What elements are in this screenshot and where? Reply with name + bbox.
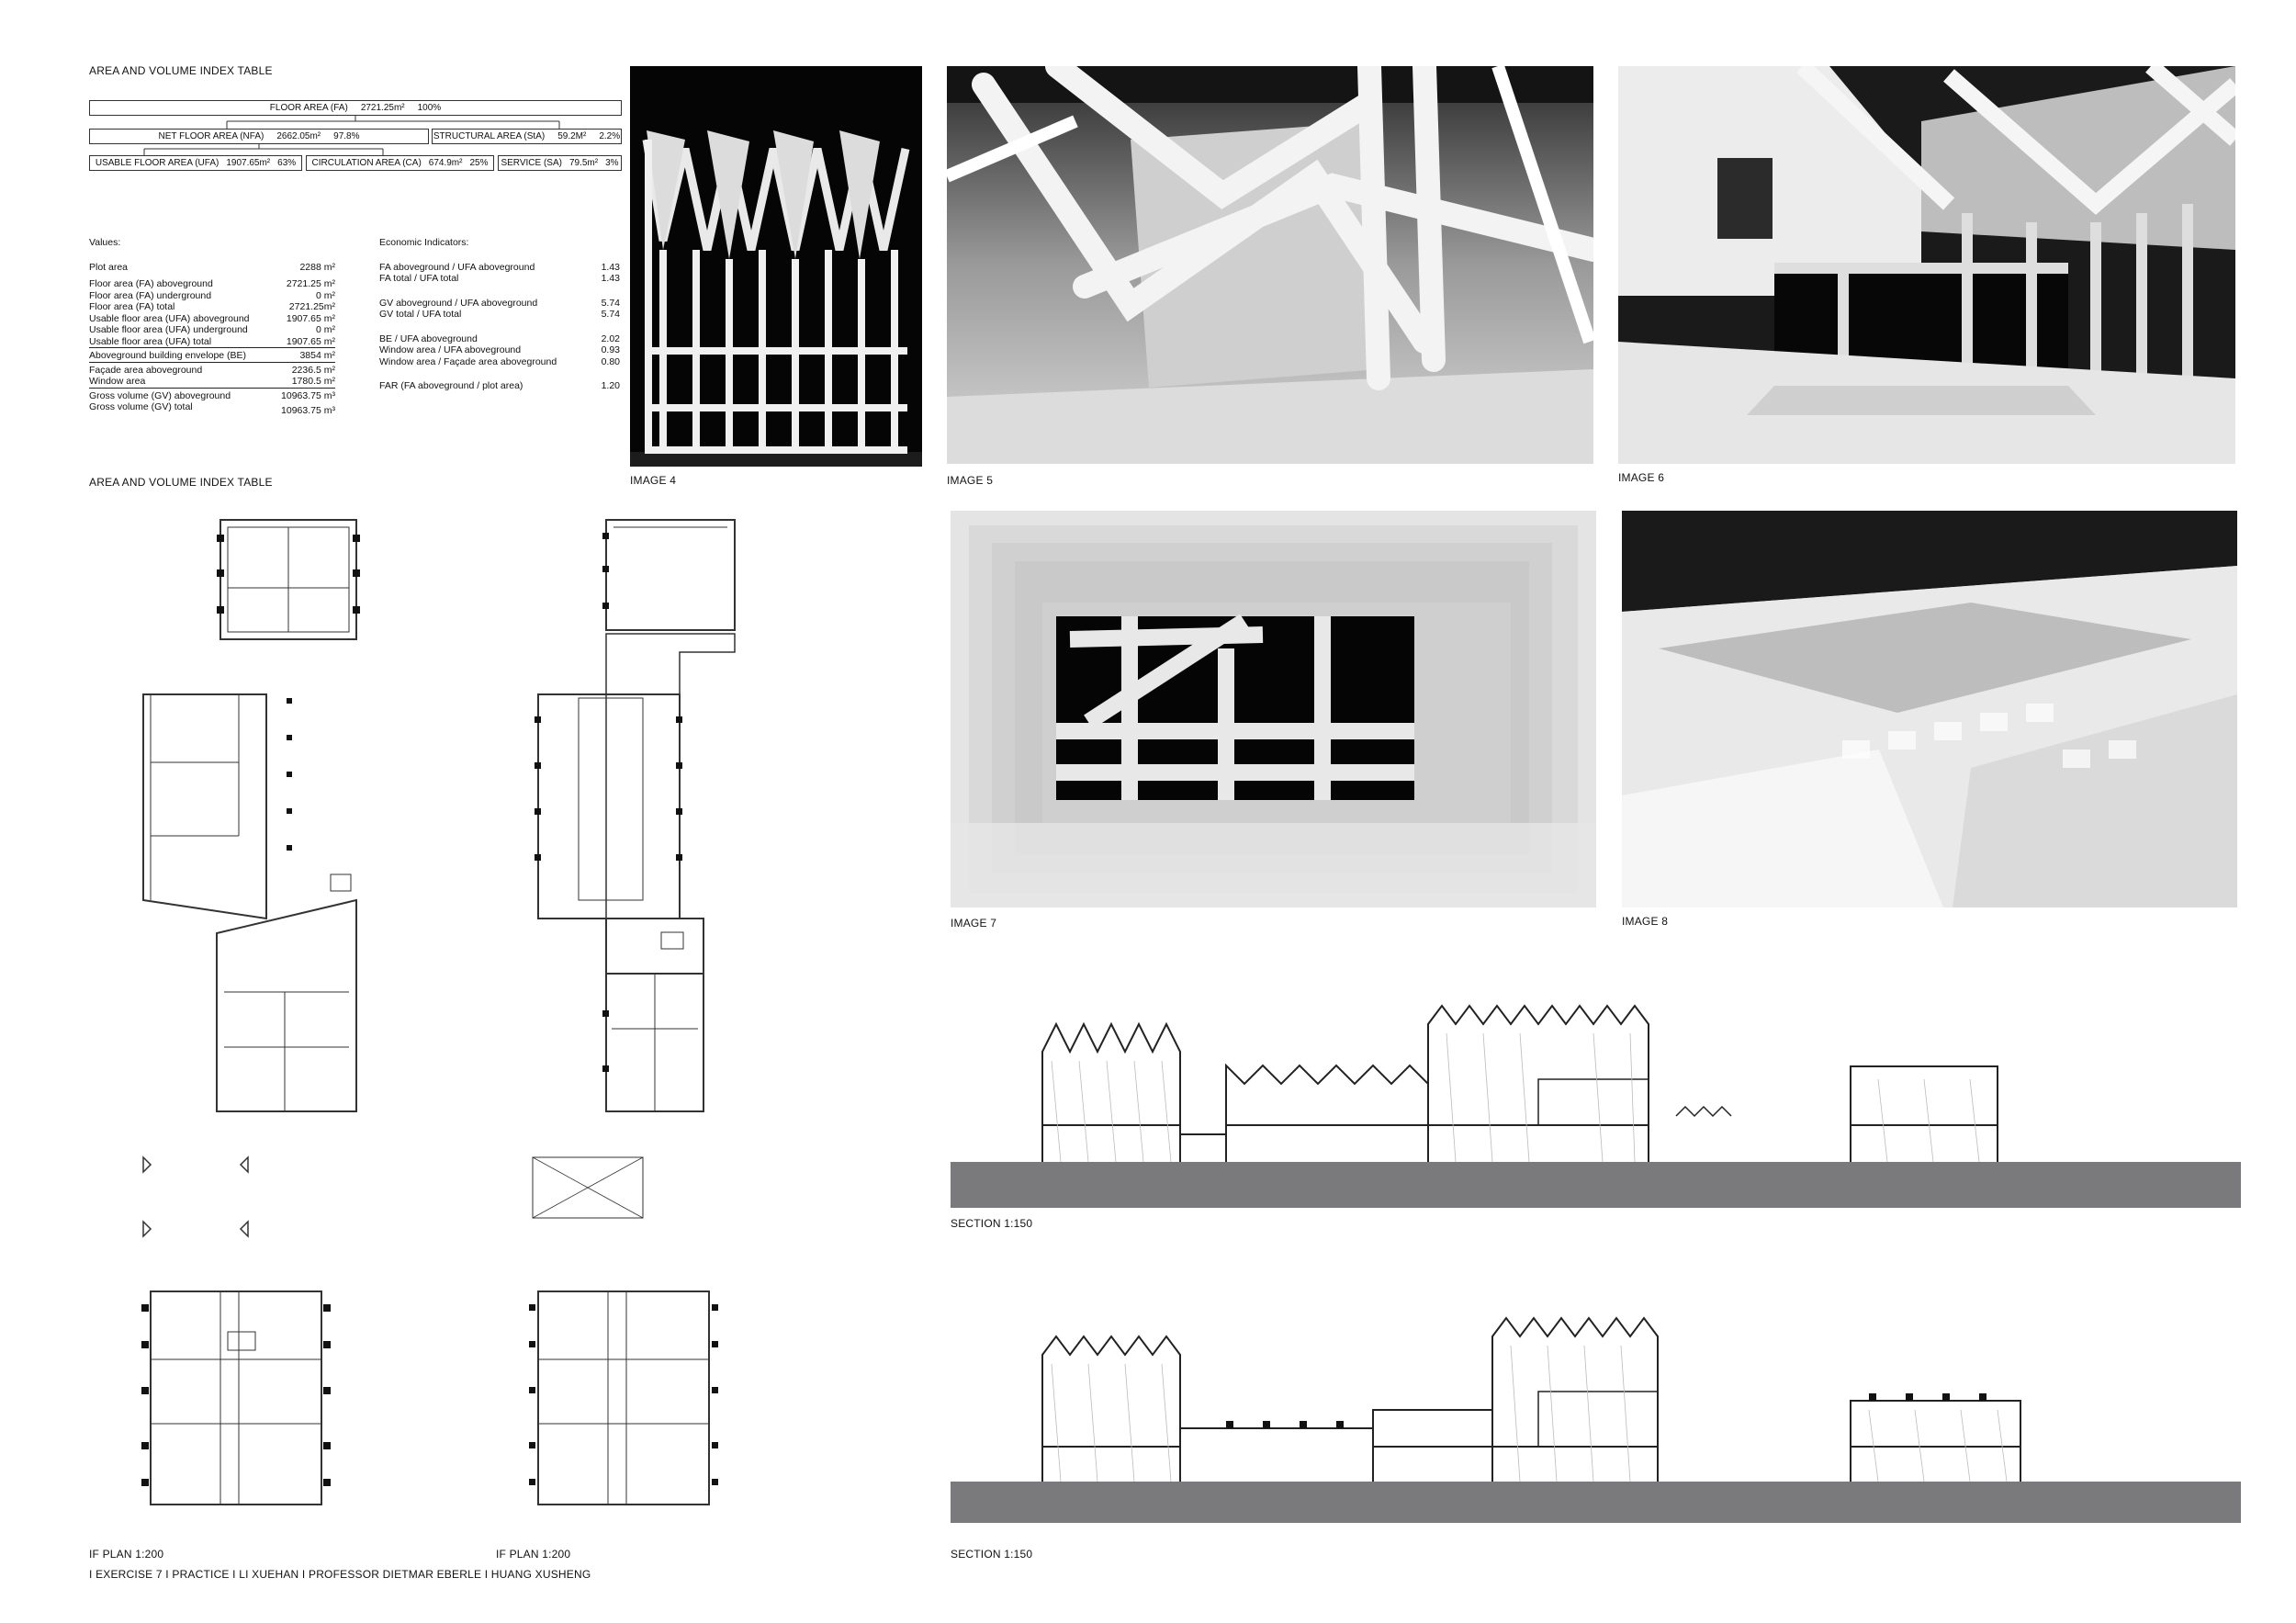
index-table-title-bottom: AREA AND VOLUME INDEX TABLE [89,476,273,489]
image-7-photo [951,511,1596,907]
structural-area-box: STRUCTURAL AREA (StA) 59.2M² 2.2% [432,129,622,144]
image-6-photo [1618,66,2235,464]
economic-list: Economic Indicators: FA aboveground / UF… [379,237,620,392]
image-8-caption: IMAGE 8 [1622,915,1669,928]
image-7-caption: IMAGE 7 [951,917,997,930]
floor-area-box: FLOOR AREA (FA) 2721.25m² 100% [89,100,622,116]
image-4-caption: IMAGE 4 [630,474,677,487]
section-bottom-caption: SECTION 1:150 [951,1548,1033,1561]
circulation-area-box: CIRCULATION AREA (CA) 674.9m² 25% [306,155,494,171]
image-8-photo [1622,511,2237,907]
section-bottom [951,1300,2241,1529]
service-area-box: SERVICE (SA) 79.5m² 3% [498,155,622,171]
image-6-caption: IMAGE 6 [1618,471,1665,484]
net-floor-area-box: NET FLOOR AREA (NFA) 2662.05m² 97.8% [89,129,429,144]
section-top-caption: SECTION 1:150 [951,1217,1033,1230]
image-5-caption: IMAGE 5 [947,474,994,487]
index-table-title: AREA AND VOLUME INDEX TABLE [89,64,273,77]
image-4-photo [630,66,922,467]
values-heading: Values: [89,237,121,248]
values-row: Aboveground building envelope (BE)3854 m… [89,350,335,363]
floor-plan-left [129,514,377,1525]
right-plan-caption: IF PLAN 1:200 [496,1548,571,1561]
economic-heading: Economic Indicators: [379,237,469,248]
section-top [951,978,2241,1208]
usable-floor-area-box: USABLE FLOOR AREA (UFA) 1907.65m² 63% [89,155,302,171]
footer-credits: I EXERCISE 7 I PRACTICE I LI XUEHAN I PR… [89,1568,591,1581]
left-plan-caption: IF PLAN 1:200 [89,1548,164,1561]
tree-connector-2 [143,144,384,155]
tree-connector [226,116,560,129]
floor-plan-right [523,514,762,1525]
economic-row: FAR (FA aboveground / plot area)1.20 [379,380,620,391]
image-5-photo [947,66,1593,464]
